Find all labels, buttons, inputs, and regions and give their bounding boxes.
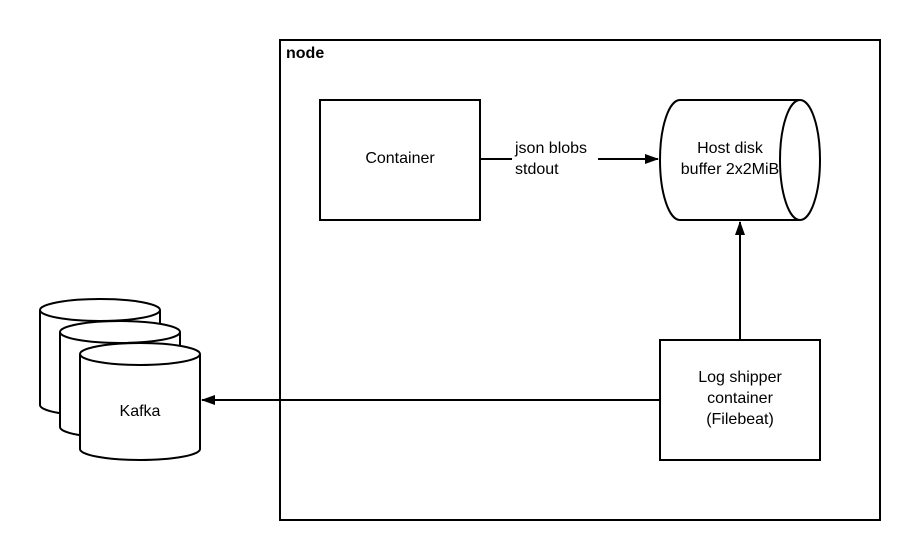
edge-label-json-blobs: json blobs — [514, 140, 587, 157]
node-boundary[interactable]: node — [279, 39, 881, 521]
host-disk-cylinder[interactable]: Host disk buffer 2x2MiB — [659, 99, 821, 221]
edge-container-to-disk: json blobs stdout — [480, 140, 659, 178]
log-shipper-label-line3: (Filebeat) — [706, 411, 774, 428]
log-shipper-label-line1: Log shipper — [698, 369, 782, 386]
kafka-cylinders[interactable]: Kafka — [39, 298, 201, 461]
container-label: Container — [365, 150, 435, 167]
log-shipper-box[interactable]: Log shipper container (Filebeat) — [659, 339, 821, 461]
kafka-cylinder-front — [79, 342, 201, 461]
log-shipper-label-line2: container — [707, 390, 773, 407]
host-disk-label-line2: buffer 2x2MiB — [681, 161, 779, 178]
edge-label-stdout: stdout — [515, 161, 559, 178]
kafka-label: Kafka — [120, 403, 161, 420]
host-disk-label-line1: Host disk — [697, 140, 764, 157]
node-label: node — [286, 45, 324, 62]
container-box[interactable]: Container — [319, 99, 481, 221]
